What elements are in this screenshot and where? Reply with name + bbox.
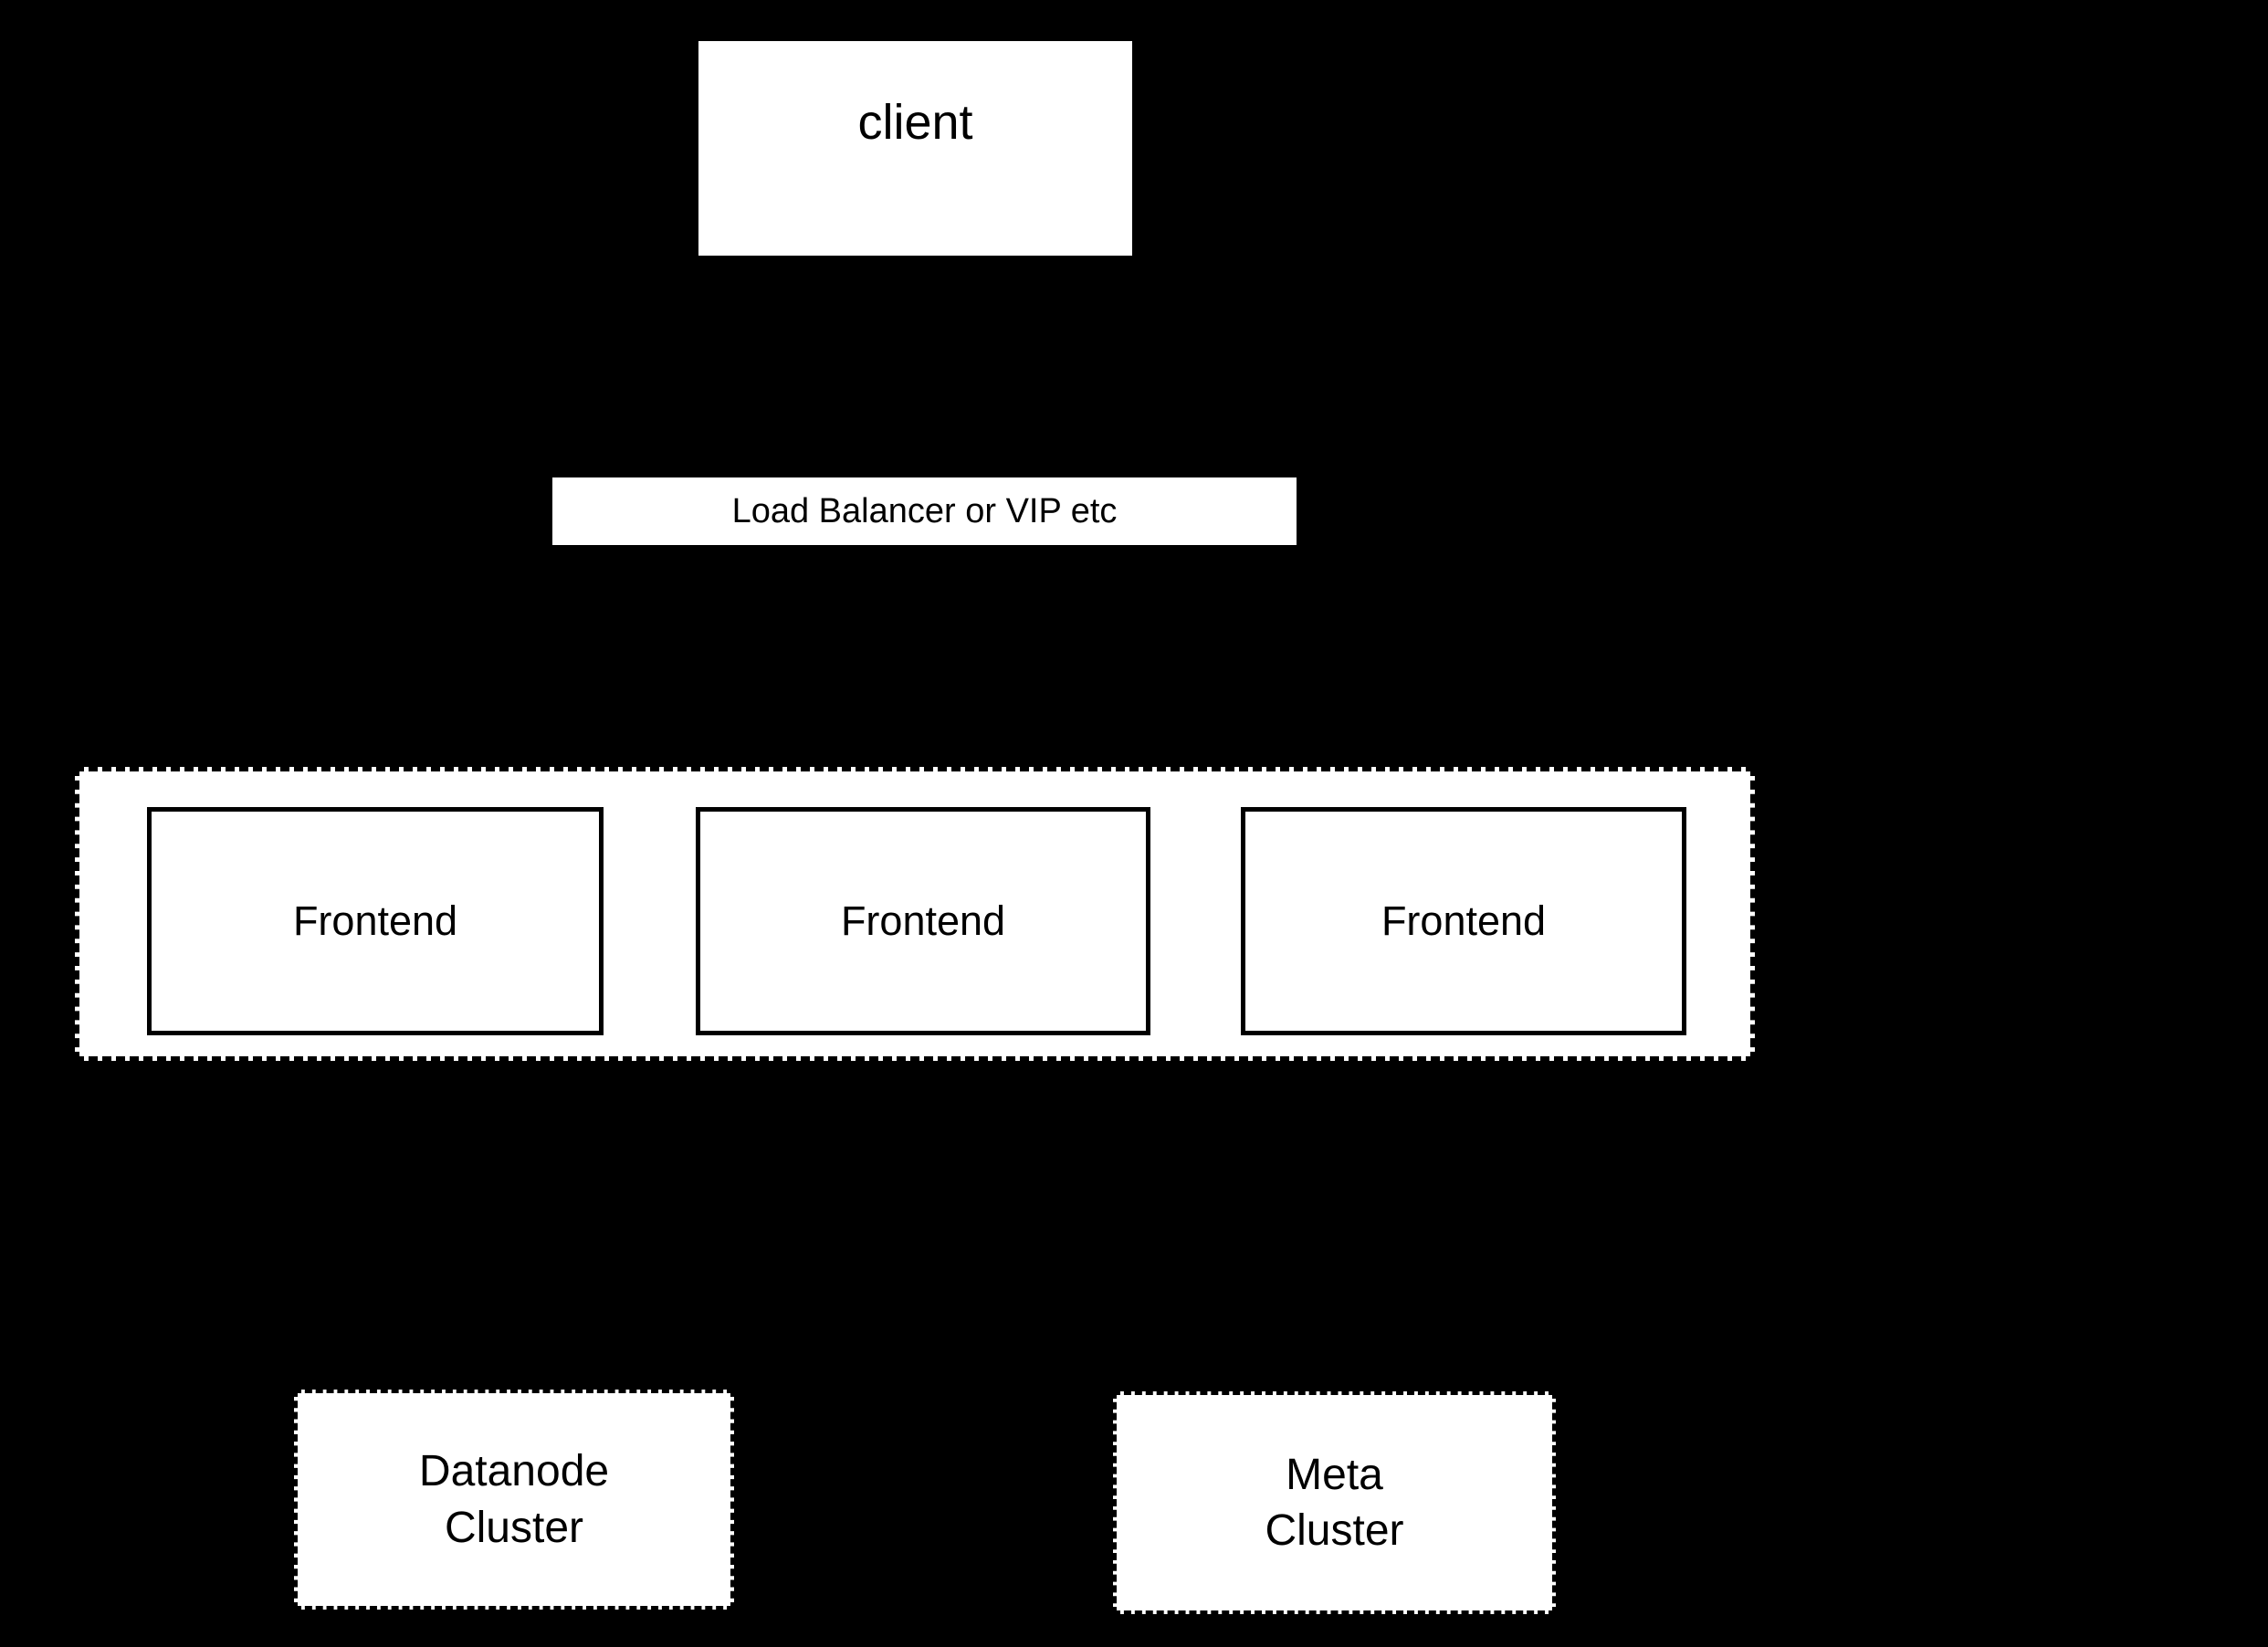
node-frontend-2[interactable]: Frontend <box>696 807 1150 1035</box>
node-frontend-3-label: Frontend <box>1381 897 1547 944</box>
node-load-balancer[interactable]: Load Balancer or VIP etc <box>552 477 1297 545</box>
node-frontend-3[interactable]: Frontend <box>1241 807 1686 1035</box>
node-frontend-1[interactable]: Frontend <box>147 807 604 1035</box>
node-meta-cluster-label-line1: Meta <box>1286 1450 1383 1499</box>
node-datanode-cluster-label-line2: Cluster <box>444 1503 584 1552</box>
node-datanode-cluster-label-line1: Datanode <box>418 1447 610 1496</box>
node-frontend-1-label: Frontend <box>292 897 458 944</box>
node-meta-cluster[interactable]: Meta Cluster <box>1113 1391 1556 1614</box>
frontend-group-container[interactable]: Frontend Frontend Frontend <box>75 767 1755 1061</box>
node-load-balancer-label: Load Balancer or VIP etc <box>731 491 1118 530</box>
node-meta-cluster-label-line2: Cluster <box>1265 1506 1404 1555</box>
node-datanode-cluster[interactable]: Datanode Cluster <box>294 1390 734 1610</box>
node-frontend-2-label: Frontend <box>840 897 1006 944</box>
node-client[interactable]: client <box>698 41 1132 256</box>
node-client-label: client <box>857 95 973 150</box>
